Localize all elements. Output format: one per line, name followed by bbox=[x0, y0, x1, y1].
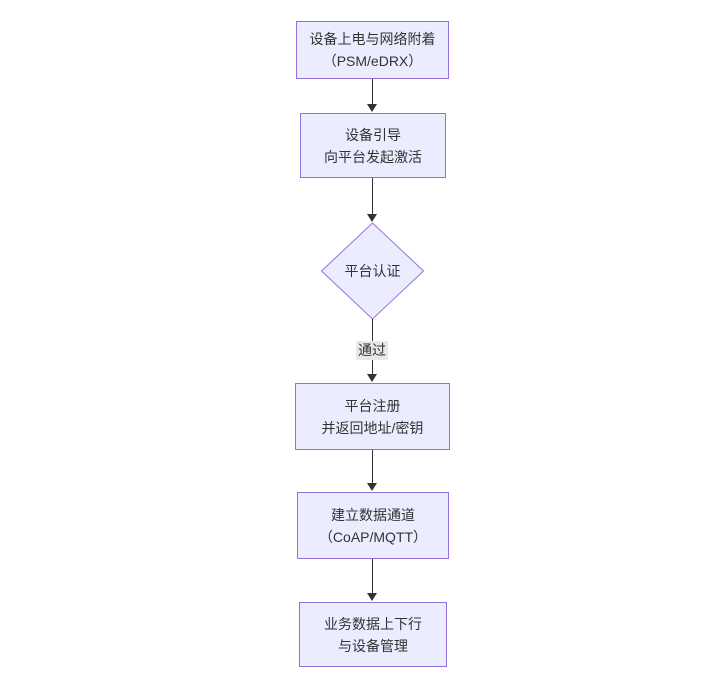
node-power-attach-line1: 设备上电与网络附着 bbox=[309, 31, 436, 47]
node-data-channel: 建立数据通道 （CoAP/MQTT） bbox=[297, 492, 449, 559]
edge-3-label: 通过 bbox=[356, 341, 388, 360]
edge-2-arrowhead-icon bbox=[367, 214, 377, 222]
node-auth-decision-label: 平台认证 bbox=[344, 263, 401, 279]
edge-1-arrowhead-icon bbox=[367, 104, 377, 112]
edge-5-line bbox=[372, 559, 373, 594]
node-bootstrap-line1: 设备引导 bbox=[345, 126, 401, 143]
node-register: 平台注册 并返回地址/密钥 bbox=[295, 383, 450, 450]
node-business-line1: 业务数据上下行 bbox=[324, 615, 422, 632]
edge-1-line bbox=[372, 79, 373, 105]
node-data-channel-line2: （CoAP/MQTT） bbox=[318, 528, 428, 545]
node-power-attach-line2: （PSM/eDRX） bbox=[322, 53, 423, 69]
edge-5-arrowhead-icon bbox=[367, 593, 377, 601]
node-business: 业务数据上下行 与设备管理 bbox=[299, 602, 447, 667]
node-bootstrap: 设备引导 向平台发起激活 bbox=[300, 113, 446, 178]
node-business-line2: 与设备管理 bbox=[338, 637, 408, 654]
edge-4-arrowhead-icon bbox=[367, 483, 377, 491]
edge-2-line bbox=[372, 178, 373, 215]
edge-3-arrowhead-icon bbox=[367, 374, 377, 382]
node-data-channel-line1: 建立数据通道 bbox=[331, 506, 415, 523]
edge-4-line bbox=[372, 450, 373, 484]
node-bootstrap-line2: 向平台发起激活 bbox=[324, 148, 422, 165]
node-register-line2: 并返回地址/密钥 bbox=[321, 419, 424, 436]
node-power-attach: 设备上电与网络附着 （PSM/eDRX） bbox=[296, 21, 449, 79]
node-register-line1: 平台注册 bbox=[344, 397, 401, 414]
